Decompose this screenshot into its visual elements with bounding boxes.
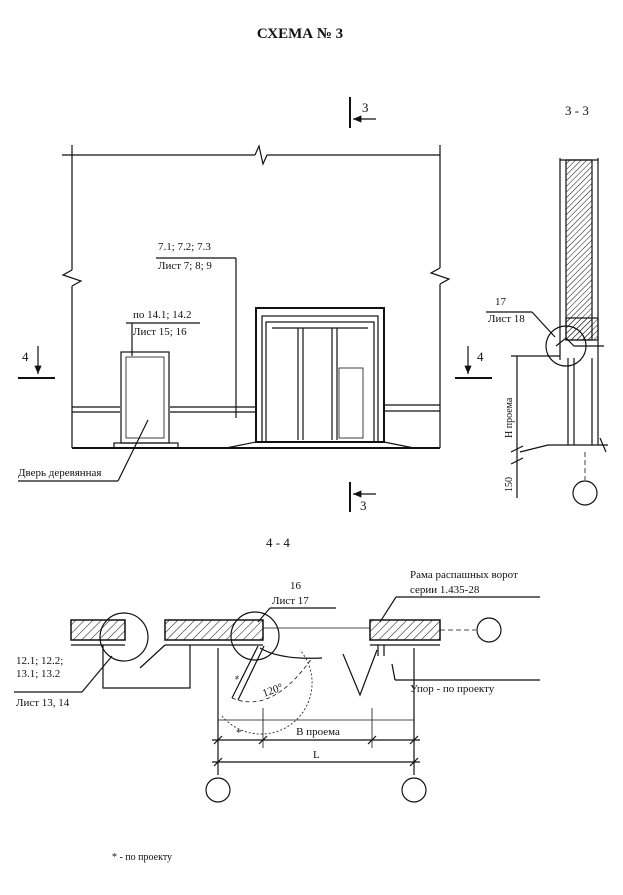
section-3-mark-bottom: 3 (349, 482, 376, 513)
svg-text:4: 4 (477, 349, 484, 364)
door-callout-line1: по 14.1; 14.2 (133, 309, 191, 321)
door-callout-line2: Лист 15; 16 (133, 326, 187, 338)
footnote: * - по проекту (112, 852, 172, 863)
angle-label: 120° (261, 681, 285, 699)
section-3-3-title: 3 - 3 (565, 103, 589, 118)
dim-h-opening: Н проема (504, 397, 515, 438)
swing-gate (225, 307, 415, 449)
svg-text:3: 3 (360, 498, 367, 513)
dim-150: 150 (504, 477, 515, 492)
wooden-door (113, 351, 179, 449)
callout-left-line1: 12.1; 12.2; (16, 655, 63, 667)
section-3-mark-top: 3 (349, 97, 376, 128)
callout-17-sheet: Лист 18 (488, 313, 525, 325)
callout-16-number: 16 (290, 580, 302, 592)
section-4-mark-right: 4 (455, 346, 492, 379)
callout-frame-line1: Рама распашных ворот (410, 569, 518, 581)
dim-star: * (236, 727, 242, 739)
dim-l: L (313, 749, 320, 761)
section-4-4: 4 - 4 120° * (14, 535, 540, 803)
svg-text:4: 4 (22, 349, 29, 364)
schema-title: СХЕМА № 3 (257, 26, 343, 42)
section-4-4-title: 4 - 4 (266, 535, 290, 550)
section-4-mark-left: 4 (18, 346, 55, 379)
svg-text:*: * (233, 674, 245, 684)
callout-17-number: 17 (495, 296, 507, 308)
section-3-3: 3 - 3 17 Лист 18 Н проема 150 (486, 103, 608, 506)
dim-b-opening: В проема (296, 726, 340, 738)
svg-text:3: 3 (362, 100, 369, 115)
callout-left-line2: 13.1; 13.2 (16, 668, 60, 680)
gate-callout-line2: Лист 7; 8; 9 (158, 260, 212, 272)
callout-frame-line2: серии 1.435-28 (410, 584, 480, 596)
callout-left-line3: Лист 13, 14 (16, 697, 70, 709)
gate-callout-line1: 7.1; 7.2; 7.3 (158, 241, 211, 253)
callout-16-sheet: Лист 17 (272, 595, 309, 607)
elevation-view: 7.1; 7.2; 7.3 Лист 7; 8; 9 по 14.1; 14.2… (18, 97, 492, 513)
door-label: Дверь деревянная (18, 467, 101, 479)
stop-label: Упор - по проекту (410, 683, 495, 695)
